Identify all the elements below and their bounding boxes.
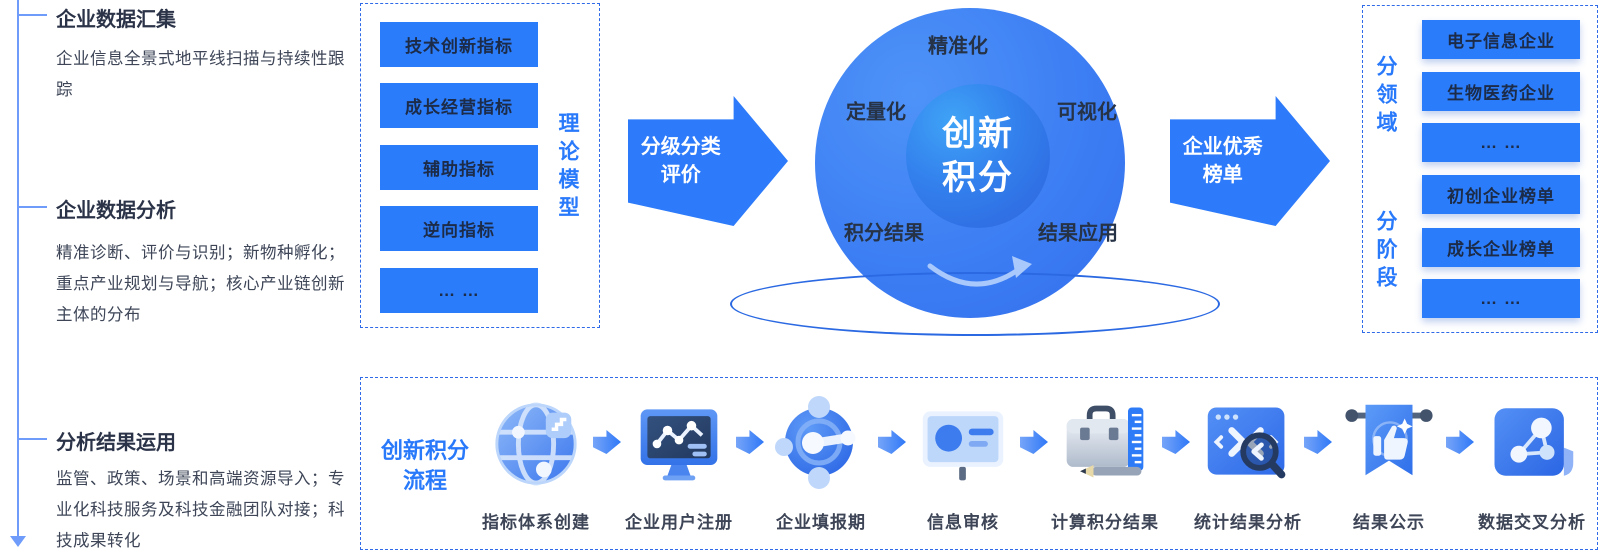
indicator-pill: 成长经营指标	[380, 83, 538, 128]
core-label-bottom-right: 结果应用	[1038, 222, 1118, 245]
process-step: 计算积分结果	[1039, 394, 1171, 533]
result-box	[1362, 5, 1598, 333]
briefcase-ruler-icon	[1057, 394, 1153, 490]
timeline-arrow-down-icon	[10, 536, 26, 547]
network-page-icon	[1484, 394, 1580, 490]
indicator-pill: 逆向指标	[380, 206, 538, 251]
result-pill: 成长企业榜单	[1422, 228, 1580, 267]
by-stage-side-label: 分阶段	[1374, 210, 1397, 294]
presentation-board-icon	[915, 394, 1011, 490]
ribbon-thumbsup-icon	[1341, 394, 1437, 490]
core-label-right: 可视化	[1057, 101, 1117, 124]
magnifier-window-icon	[1200, 394, 1296, 490]
process-step-label: 指标体系创建	[482, 513, 590, 532]
result-pill: 电子信息企业	[1422, 20, 1580, 59]
result-pill: 生物医药企业	[1422, 72, 1580, 111]
section-title: 分析结果运用	[56, 432, 176, 454]
innovation-score-label: 创新 积分	[942, 115, 1014, 197]
result-pill: 初创企业榜单	[1422, 175, 1580, 214]
process-step: 结果公示	[1323, 394, 1455, 533]
section-body: 监管、政策、场景和高端资源导入；专业化科技服务及科技金融团队对接；科技成果转化	[56, 470, 345, 550]
section-title: 企业数据分析	[56, 200, 176, 222]
section-title: 企业数据汇集	[56, 9, 176, 31]
process-step-label: 企业填报期	[776, 513, 866, 532]
section-body: 企业信息全景式地平线扫描与持续性跟踪	[56, 50, 345, 99]
timeline-tick	[19, 438, 47, 440]
process-step-label: 数据交叉分析	[1478, 513, 1586, 532]
excellent-list-arrow-label: 企业优秀 榜单	[1182, 136, 1263, 186]
process-title: 创新积分 流程	[380, 438, 469, 493]
timeline-tick	[19, 206, 47, 208]
process-step-label: 结果公示	[1353, 513, 1425, 532]
orbit-ring	[730, 272, 1220, 336]
core-label-left: 定量化	[846, 101, 906, 124]
globe-icon	[488, 394, 584, 490]
indicator-pill: 技术创新指标	[380, 22, 538, 67]
process-box	[360, 377, 1598, 550]
process-step-label: 企业用户注册	[625, 513, 733, 532]
cycle-arrow-icon	[927, 256, 1032, 287]
process-step: 数据交叉分析	[1466, 394, 1598, 533]
section-body: 精准诊断、评价与识别；新物种孵化；重点产业规划与导航；核心产业链创新主体的分布	[56, 244, 345, 324]
process-step-label: 统计结果分析	[1194, 513, 1302, 532]
theory-model-side-label: 理论模型	[556, 112, 579, 224]
result-pill-ellipsis: … …	[1422, 123, 1580, 162]
core-label-bottom-left: 积分结果	[844, 222, 924, 245]
process-step-label: 信息审核	[927, 513, 999, 532]
theory-model-box	[360, 3, 600, 328]
excellent-list-arrow: 企业优秀 榜单	[1170, 96, 1330, 226]
monitor-chart-icon	[631, 394, 727, 490]
process-step-label: 计算积分结果	[1051, 513, 1159, 532]
process-step: 企业用户注册	[613, 394, 745, 533]
grading-evaluation-arrow-label: 分级分类 评价	[640, 136, 721, 186]
process-step: 信息审核	[897, 394, 1029, 533]
result-pill-ellipsis: … …	[1422, 279, 1580, 318]
process-step: 企业填报期	[755, 394, 887, 533]
indicator-pill: 辅助指标	[380, 145, 538, 190]
molecule-icon	[773, 394, 869, 490]
process-step: 统计结果分析	[1182, 394, 1314, 533]
grading-evaluation-arrow: 分级分类 评价	[628, 96, 788, 226]
timeline-line	[17, 0, 19, 536]
by-field-side-label: 分领域	[1374, 55, 1397, 139]
innovation-score-sphere: 创新 积分	[906, 84, 1050, 228]
timeline-tick	[19, 14, 47, 16]
process-step: 指标体系创建	[470, 394, 602, 533]
indicator-pill-ellipsis: … …	[380, 268, 538, 313]
core-label-top: 精准化	[928, 35, 988, 58]
